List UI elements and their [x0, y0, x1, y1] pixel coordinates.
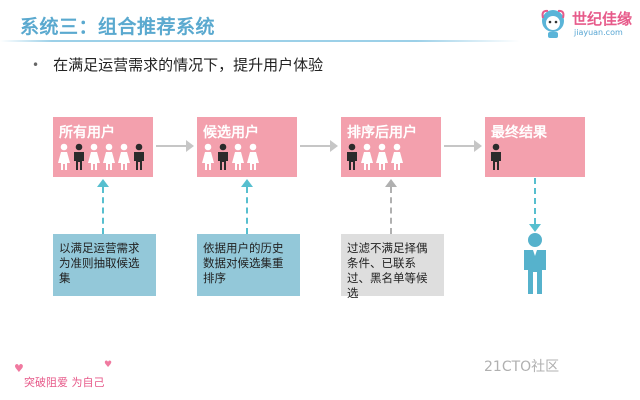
female-person-icon	[375, 143, 389, 171]
mascot-icon	[541, 9, 565, 38]
step-label: 排序后用户	[347, 125, 417, 141]
note-filter: 过滤不满足择偶条件、已联系过、黑名单等候选	[341, 234, 444, 300]
step-candidate-users: 候选用户	[197, 117, 297, 177]
male-person-icon	[132, 143, 146, 171]
watermark-text: 21CTO社区	[484, 359, 560, 375]
connector-arrowhead	[529, 224, 541, 232]
flow-arrow	[300, 140, 338, 152]
bullet-dot-icon: •	[32, 57, 40, 72]
people-icons	[345, 143, 404, 171]
people-icons	[57, 143, 146, 171]
female-person-icon	[390, 143, 404, 171]
male-person-icon	[72, 143, 86, 171]
connector-arrowhead	[385, 179, 397, 187]
people-icons	[489, 143, 503, 171]
bullet-text: 在满足运营需求的情况下，提升用户体验	[53, 56, 324, 74]
female-person-icon	[201, 143, 215, 171]
connector-arrowhead	[241, 179, 253, 187]
dashed-connector	[102, 187, 104, 234]
logo-english-text: jiayuan.com	[574, 28, 623, 37]
footer-slogan: 突破阻爱 为自己	[24, 376, 105, 389]
header-divider	[0, 40, 520, 42]
step-final-result: 最终结果	[485, 117, 585, 177]
female-person-icon	[57, 143, 71, 171]
female-person-icon	[87, 143, 101, 171]
step-label: 候选用户	[203, 125, 259, 141]
dashed-connector	[390, 187, 392, 234]
people-icons	[201, 143, 260, 171]
heart-icon: ♥	[104, 360, 113, 370]
step-all-users: 所有用户	[53, 117, 153, 177]
female-person-icon	[360, 143, 374, 171]
result-person-icon	[520, 232, 550, 300]
brand-logo: 世纪佳缘 jiayuan.com	[536, 6, 636, 42]
step-sorted-users: 排序后用户	[341, 117, 441, 177]
flow-arrow	[444, 140, 482, 152]
female-person-icon	[246, 143, 260, 171]
heart-icon: ♥	[14, 362, 24, 375]
step-label: 所有用户	[59, 125, 115, 141]
dashed-connector	[246, 187, 248, 234]
male-person-icon	[216, 143, 230, 171]
bullet-point: • 在满足运营需求的情况下，提升用户体验	[32, 54, 323, 75]
flow-arrow	[156, 140, 194, 152]
dashed-connector	[534, 178, 536, 224]
female-person-icon	[231, 143, 245, 171]
slide-title: 系统三：组合推荐系统	[20, 16, 216, 38]
step-label: 最终结果	[491, 125, 547, 141]
note-extract-candidates: 以满足运营需求为准则抽取候选集	[53, 234, 156, 296]
note-rerank: 依据用户的历史数据对候选集重排序	[197, 234, 300, 296]
male-person-icon	[489, 143, 503, 171]
male-person-icon	[345, 143, 359, 171]
female-person-icon	[117, 143, 131, 171]
female-person-icon	[102, 143, 116, 171]
logo-chinese-text: 世纪佳缘	[572, 10, 633, 28]
connector-arrowhead	[97, 179, 109, 187]
